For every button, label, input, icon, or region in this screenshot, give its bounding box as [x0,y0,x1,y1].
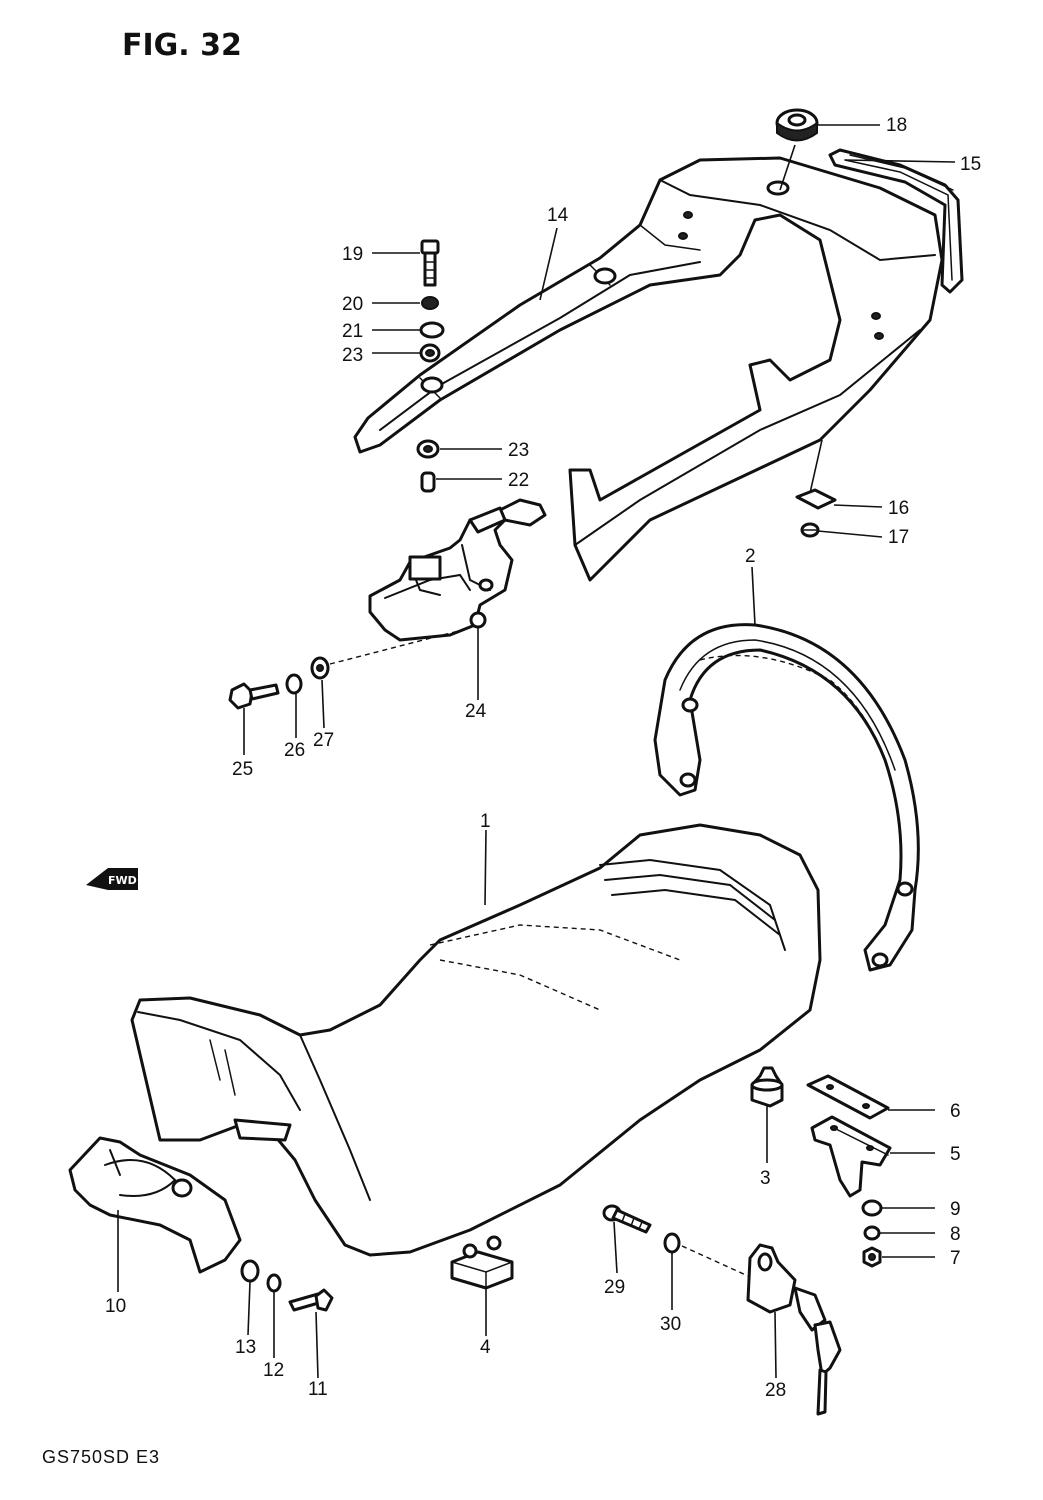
callout-labels: 18 15 14 19 20 21 23 23 22 16 17 2 24 25… [105,115,981,1401]
damper-3 [750,1066,784,1108]
callout-4: 4 [480,1337,491,1358]
callout-13: 13 [235,1337,256,1358]
callout-6: 6 [950,1101,961,1122]
callout-3: 3 [760,1168,771,1189]
callout-1: 1 [480,811,491,832]
spring-washer-8 [863,1225,881,1241]
callout-9: 9 [950,1199,961,1220]
washer-9 [861,1199,883,1217]
washer-30 [663,1232,681,1254]
callout-19: 19 [342,244,363,265]
model-code: GS750SD E3 [42,1447,160,1467]
callout-25: 25 [232,759,253,780]
nut-23-lower [416,439,440,459]
forward-arrow-icon: FWD [86,868,138,890]
spring-washer-12 [266,1273,282,1293]
edge-trim [828,148,964,294]
collar-22 [420,471,436,493]
seat-tail-cover [353,156,944,582]
callout-14: 14 [547,205,569,226]
leader-lines [117,124,956,1379]
callout-2: 2 [745,546,756,567]
callout-7: 7 [950,1248,961,1269]
clip-16 [795,488,837,510]
callout-26: 26 [284,740,305,761]
seat-bracket [68,1136,242,1274]
nut-7 [862,1246,882,1268]
callout-18: 18 [886,115,907,136]
lock-key-set [746,1243,842,1416]
callout-21: 21 [342,321,363,342]
callout-29: 29 [604,1277,625,1298]
callout-27: 27 [313,730,334,751]
screw-17 [800,522,820,538]
callout-28: 28 [765,1380,786,1401]
callout-24: 24 [465,701,487,722]
figure-title: FIG. 32 [122,28,242,63]
callout-5: 5 [950,1144,961,1165]
bolt-25 [228,682,280,710]
cushion-4 [450,1235,514,1290]
seat [130,823,822,1257]
forward-label: FWD [108,874,137,887]
washer-21 [419,321,445,339]
hinge-5 [810,1115,892,1198]
callout-17: 17 [888,527,909,548]
bolt-29 [602,1204,652,1234]
seat-strap [653,623,920,972]
plate-6 [806,1074,890,1120]
callout-30: 30 [660,1314,681,1335]
seat-lock-assembly [368,498,547,642]
callout-22: 22 [508,470,529,491]
nut-23-upper [419,343,441,363]
spring-washer-26 [285,673,303,695]
callout-8: 8 [950,1224,961,1245]
washer-13 [240,1259,260,1283]
callout-11: 11 [308,1379,328,1400]
callout-23-upper: 23 [342,345,363,366]
callout-23-lower: 23 [508,440,529,461]
washer-27 [310,656,330,680]
callout-20: 20 [342,294,363,315]
bolt-19 [420,239,440,287]
callout-15: 15 [960,154,981,175]
callout-12: 12 [263,1360,284,1381]
callout-10: 10 [105,1296,126,1317]
callout-16: 16 [888,498,909,519]
grommet [775,108,819,142]
nut-20 [421,296,439,310]
bolt-11 [288,1288,334,1312]
